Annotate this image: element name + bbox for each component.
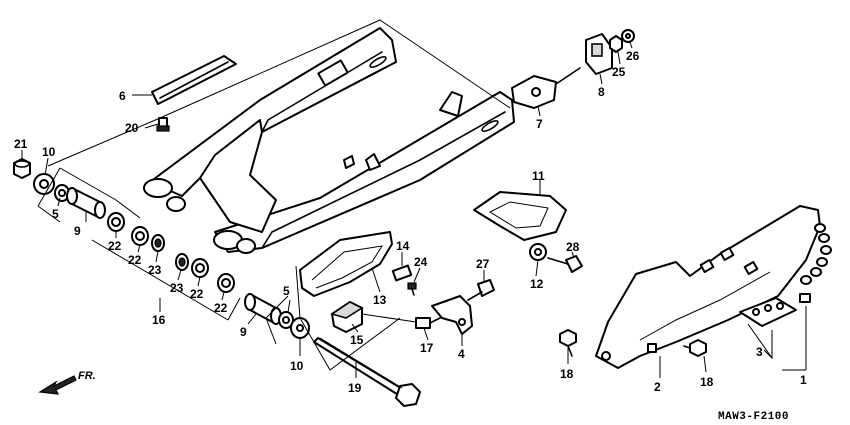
callout-9-left: 9 <box>74 224 81 238</box>
callout-5-right: 5 <box>283 284 290 298</box>
washer-part-26[interactable] <box>621 29 635 43</box>
master-link-part-3[interactable] <box>739 297 797 327</box>
chain-guide-part-11[interactable] <box>473 191 567 241</box>
callout-24: 24 <box>414 255 428 269</box>
callout-numbers: 6 20 21 10 5 9 22 22 23 23 22 22 16 9 5 … <box>14 49 807 395</box>
callout-2: 2 <box>654 380 661 394</box>
bolt-part-18-a[interactable] <box>559 329 577 357</box>
callout-27: 27 <box>476 257 490 271</box>
bolt-part-18-b[interactable] <box>683 339 707 357</box>
bolt-part-28[interactable] <box>547 255 583 273</box>
bolt-part-20[interactable] <box>156 117 170 132</box>
nut-part-21[interactable] <box>13 158 31 179</box>
swingarm[interactable] <box>143 27 515 254</box>
callout-26: 26 <box>626 49 640 63</box>
callout-18-a: 18 <box>560 367 574 381</box>
callout-18-b: 18 <box>700 375 714 389</box>
callout-14: 14 <box>396 239 410 253</box>
callout-23-a: 23 <box>148 263 162 277</box>
callout-15: 15 <box>350 333 364 347</box>
callout-5-left: 5 <box>52 207 59 221</box>
callout-22-d: 22 <box>214 301 228 315</box>
callout-25: 25 <box>612 65 626 79</box>
diagram-code: MAW3-F2100 <box>718 411 789 423</box>
bracket-part-7[interactable] <box>511 67 581 109</box>
front-direction-arrow: FR. <box>38 370 96 395</box>
callout-8: 8 <box>598 85 605 99</box>
pivot-sleeve-part-9-left[interactable] <box>66 187 106 219</box>
callout-22-b: 22 <box>128 253 142 267</box>
tensioner-block-part-8[interactable] <box>585 33 613 75</box>
callout-28: 28 <box>566 240 580 254</box>
callout-10-right: 10 <box>290 359 304 373</box>
callout-9-right: 9 <box>240 325 247 339</box>
callout-7: 7 <box>536 117 543 131</box>
bracket-part-4[interactable] <box>431 295 473 335</box>
chain-case-part-2[interactable] <box>595 205 821 369</box>
callout-6: 6 <box>119 89 126 103</box>
callout-20: 20 <box>125 121 139 135</box>
callout-4: 4 <box>458 347 465 361</box>
chain-guard-top-part-6[interactable] <box>151 55 237 105</box>
callout-23-b: 23 <box>170 281 184 295</box>
bolt-part-17[interactable] <box>415 317 441 329</box>
collar-part-12[interactable] <box>529 243 547 261</box>
bearing-part-22-c[interactable] <box>191 258 209 278</box>
callout-21: 21 <box>14 137 28 151</box>
callout-1: 1 <box>800 373 807 387</box>
seal-part-23-b[interactable] <box>175 253 189 271</box>
slider-block-part-15[interactable] <box>330 301 364 333</box>
callout-22-a: 22 <box>108 239 122 253</box>
pivot-bolt-part-19[interactable] <box>313 337 421 407</box>
callout-22-c: 22 <box>190 287 204 301</box>
callout-10-left: 10 <box>42 145 56 159</box>
bearing-part-22-a[interactable] <box>107 212 125 232</box>
bearing-part-22-d[interactable] <box>217 273 235 293</box>
collar-part-5-right[interactable] <box>278 311 294 329</box>
bolt-part-27[interactable] <box>467 279 495 301</box>
callout-17: 17 <box>420 341 434 355</box>
drive-chain-part-1[interactable] <box>799 223 832 303</box>
callout-16: 16 <box>152 313 166 327</box>
callout-3: 3 <box>756 345 763 359</box>
front-direction-label: FR. <box>78 370 96 382</box>
chain-slider-part-13[interactable] <box>299 231 393 297</box>
callout-19: 19 <box>348 381 362 395</box>
callout-12: 12 <box>530 277 544 291</box>
collar-part-14[interactable] <box>391 264 413 282</box>
seal-part-23-a[interactable] <box>151 234 165 252</box>
washer-part-10-left[interactable] <box>33 173 55 195</box>
screw-part-24[interactable] <box>407 282 417 296</box>
leader-lines <box>21 19 807 378</box>
callout-11: 11 <box>532 169 545 183</box>
callout-13: 13 <box>373 293 387 307</box>
nut-part-25[interactable] <box>609 35 623 53</box>
bearing-part-22-b[interactable] <box>131 226 149 246</box>
